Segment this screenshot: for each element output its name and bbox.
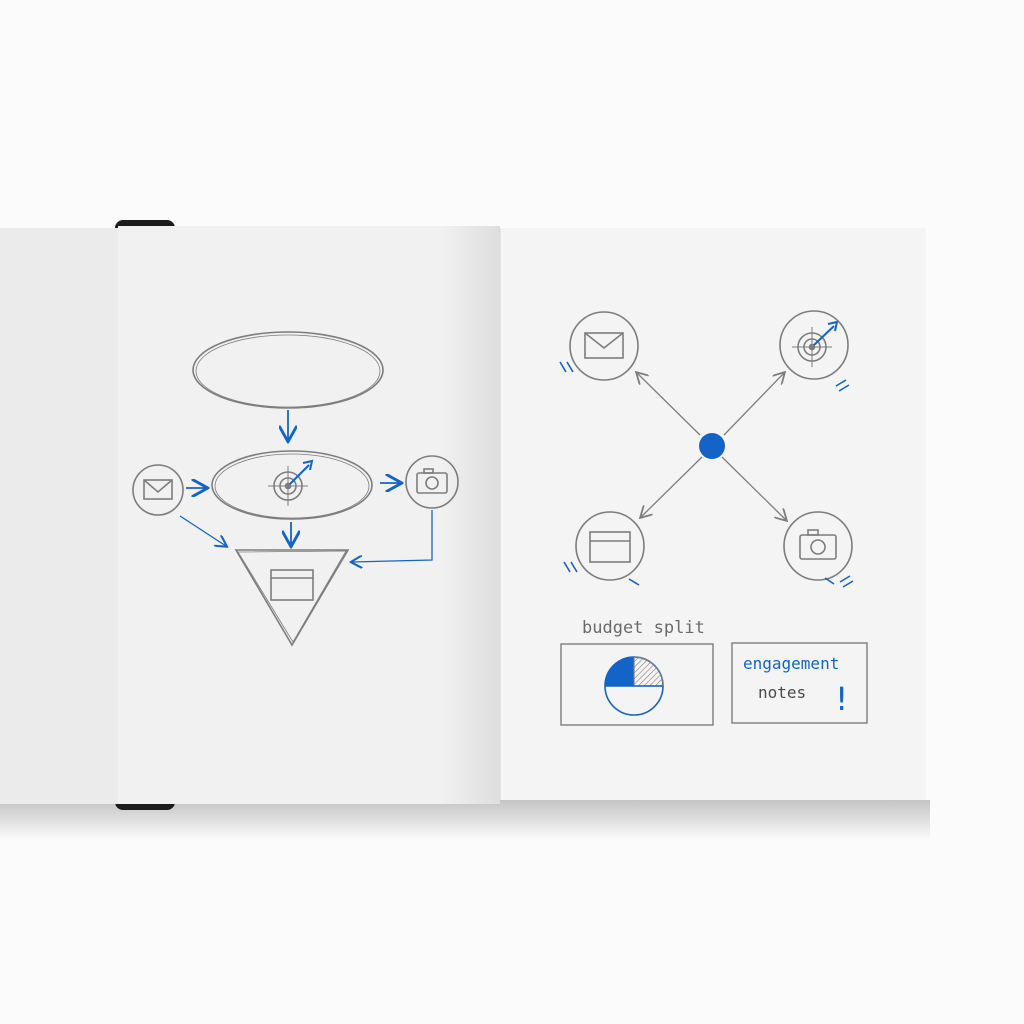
left-flap-page [0, 228, 120, 804]
camera-icon [416, 468, 448, 494]
gutter-shadow [440, 226, 500, 804]
motion-marks [559, 361, 854, 588]
flow-arrows [179, 410, 433, 562]
left-circle [132, 464, 184, 516]
left-page [118, 226, 500, 804]
camera-circle [783, 511, 853, 581]
hub-dot [699, 433, 725, 459]
notes-subtitle: notes [758, 683, 806, 702]
browser-circle [575, 511, 645, 581]
camera-icon [799, 529, 837, 560]
pie-slice-hatched [633, 656, 664, 687]
hub-diagram [569, 310, 853, 581]
top-oval-sketch [195, 334, 381, 408]
budget-pie-chart [604, 656, 664, 716]
target-icon [792, 320, 839, 367]
notes-exclamation: ! [832, 680, 851, 718]
notes-title: engagement [743, 654, 839, 673]
center-oval [211, 450, 373, 520]
browser-window-icon [270, 569, 314, 601]
right-circle [405, 455, 459, 509]
envelope-icon [143, 479, 173, 500]
budget-box [560, 643, 714, 726]
envelope-circle [569, 311, 639, 381]
spoke-envelope [637, 373, 701, 436]
envelope-icon [584, 332, 624, 359]
spoke-target [723, 373, 784, 436]
flow-diagram [132, 331, 459, 647]
target-circle [779, 310, 849, 380]
target-icon [268, 459, 314, 506]
bottom-triangle [234, 549, 350, 647]
notes-box [731, 642, 868, 724]
center-oval-sketch [214, 453, 370, 519]
arrow-left-to-triangle [179, 515, 226, 546]
pie-slice-blue [605, 657, 634, 686]
arrow-right-to-triangle [352, 510, 433, 562]
top-oval [192, 331, 384, 409]
spoke-camera [721, 456, 786, 520]
budget-split-label: budget split [582, 618, 705, 638]
browser-window-icon [589, 531, 631, 563]
spoke-browser [641, 456, 703, 517]
